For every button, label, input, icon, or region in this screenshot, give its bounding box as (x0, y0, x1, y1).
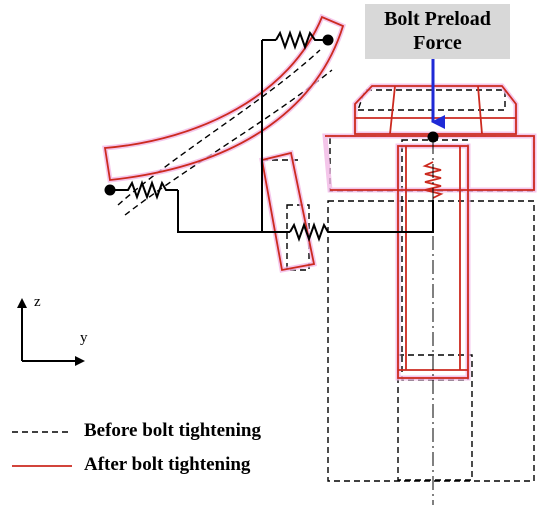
middle-spring (289, 222, 329, 242)
coordinate-axes (17, 298, 85, 366)
preload-label-line2: Force (413, 32, 462, 54)
legend-before-label: Before bolt tightening (84, 420, 261, 441)
bolt-head-node (427, 131, 439, 143)
top-node (322, 34, 334, 46)
after-geometry (102, 13, 537, 381)
after-flange-tab (260, 151, 316, 272)
before-lower-block (327, 200, 535, 482)
preload-label-line1: Bolt Preload (384, 8, 491, 30)
after-head-facets (389, 85, 483, 135)
z-axis-label: z (34, 294, 41, 310)
after-bolt-head (354, 85, 517, 135)
left-link (177, 190, 290, 233)
right-link (328, 200, 434, 233)
legend-after-label: After bolt tightening (84, 454, 251, 475)
left-spring (110, 180, 178, 200)
before-thread-zone (397, 354, 473, 481)
before-geometry (117, 49, 535, 482)
y-axis-label: y (80, 330, 88, 346)
before-flange-arc-1 (117, 49, 321, 206)
spring-network (110, 30, 434, 242)
after-flange-arm (103, 15, 345, 181)
left-node (104, 184, 116, 196)
after-shank-inner (405, 146, 461, 370)
preload-force-label-box: Bolt Preload Force (365, 4, 510, 59)
top-spring (275, 30, 328, 50)
